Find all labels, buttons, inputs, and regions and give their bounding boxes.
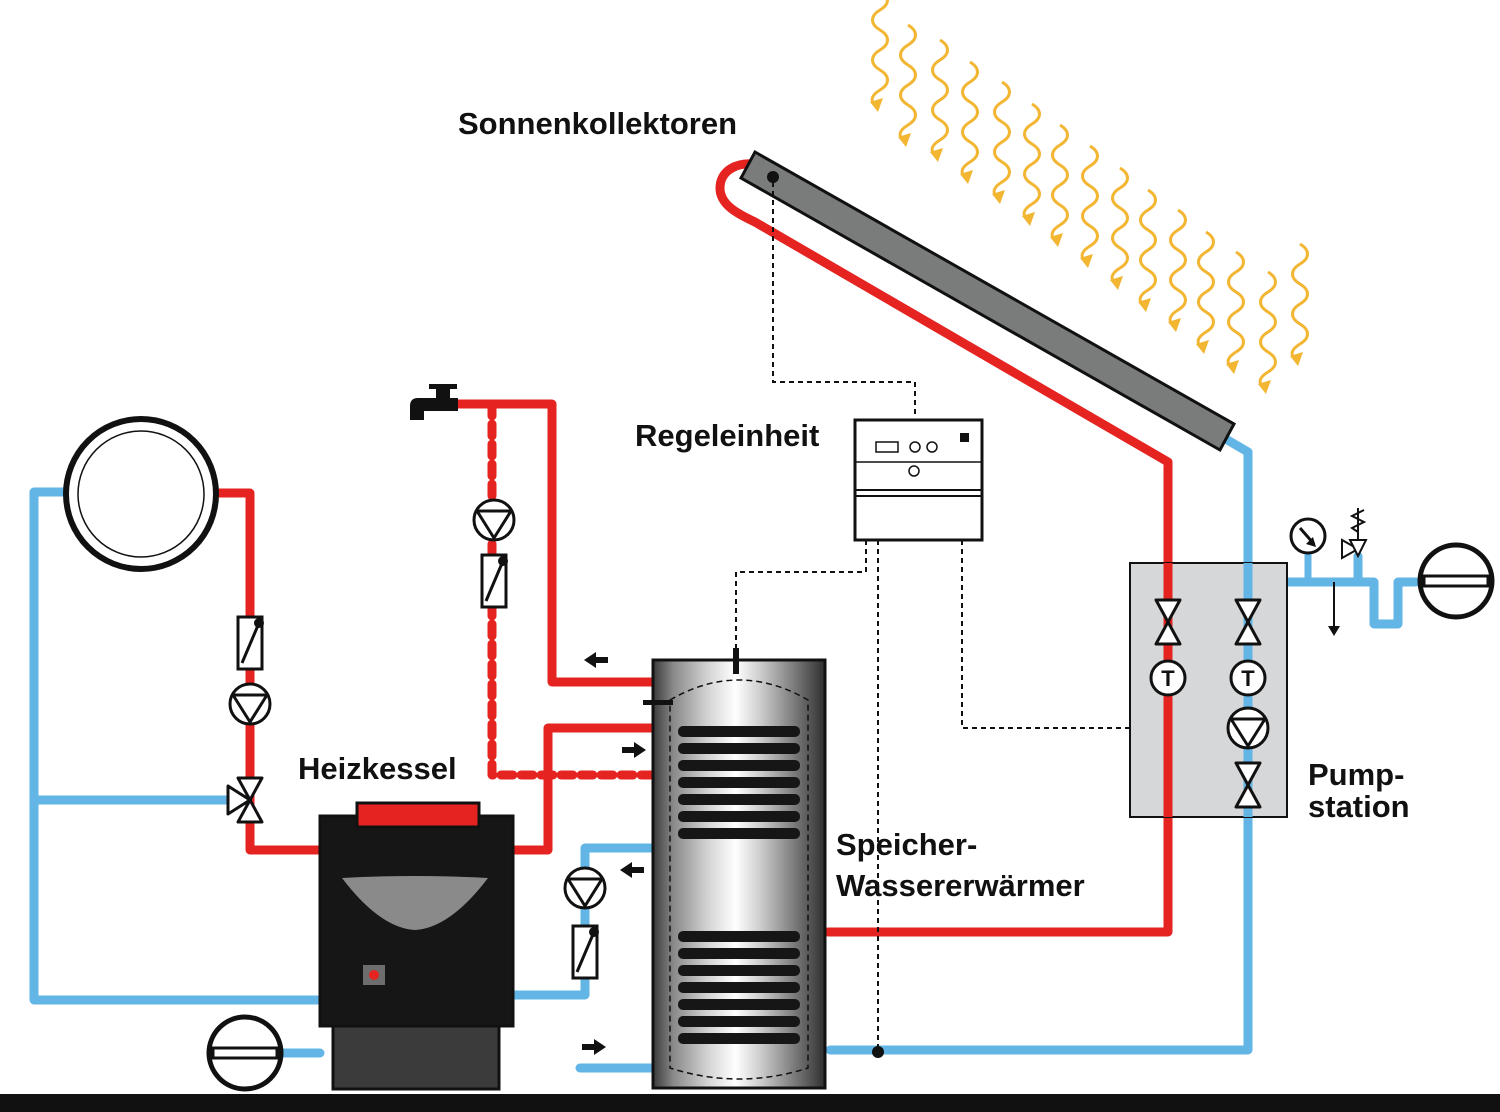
control-unit-icon	[853, 418, 984, 542]
expansion-vessel-icon	[209, 1017, 281, 1089]
storage-label-line2: Wassererwärmer	[836, 868, 1085, 903]
flow-meter-icon	[571, 924, 601, 980]
bottom-bar	[0, 1094, 1500, 1112]
boiler-label: Heizkessel	[298, 751, 457, 786]
svg-text:T: T	[1161, 666, 1175, 691]
sun-rays	[868, 0, 1309, 396]
pump-station-label-line1: Pump-	[1308, 757, 1404, 792]
water-tap-icon	[410, 384, 458, 420]
circulation-pump-icon	[472, 498, 516, 542]
expansion-vessel-icon	[1420, 545, 1492, 617]
pump-station: T T	[1129, 562, 1288, 818]
radiator-icon	[63, 416, 219, 572]
collectors-label: Sonnenkollektoren	[458, 106, 737, 141]
controller-label: Regeleinheit	[635, 418, 819, 453]
storage-label-line1: Speicher-	[836, 827, 977, 862]
thermometer-icon: T	[1149, 659, 1187, 697]
circulation-pump-icon	[563, 866, 607, 910]
lower-heat-exchanger	[678, 931, 800, 1044]
flow-arrows	[582, 652, 646, 1055]
boiler-icon	[318, 801, 515, 1091]
heating-hot-pipe	[209, 488, 325, 855]
flow-meter-icon	[236, 615, 266, 671]
sensor-junction	[872, 1046, 884, 1058]
hot-water-supply-pipe	[450, 399, 660, 687]
svg-text:T: T	[1241, 666, 1255, 691]
storage-to-boiler-cold-pipe	[508, 843, 660, 1000]
circulation-pipe	[487, 399, 660, 780]
three-way-valve-icon	[226, 776, 264, 824]
hot-water-tank-icon	[643, 648, 827, 1090]
boiler-to-storage-hot-pipe	[508, 723, 660, 855]
pressure-gauge-icon	[1289, 517, 1327, 582]
circulation-pump-icon	[228, 682, 272, 726]
thermometer-icon: T	[1229, 659, 1267, 697]
pump-station-label-line2: station	[1308, 789, 1410, 824]
upper-heat-exchanger	[678, 726, 800, 839]
solar-return-pipe	[715, 159, 1173, 937]
heating-cold-pipe	[29, 487, 325, 1005]
circulation-pump-icon	[1226, 706, 1270, 750]
solar-collector-icon	[738, 149, 1237, 453]
safety-valve-icon	[1328, 508, 1368, 636]
flow-meter-icon	[480, 553, 510, 609]
